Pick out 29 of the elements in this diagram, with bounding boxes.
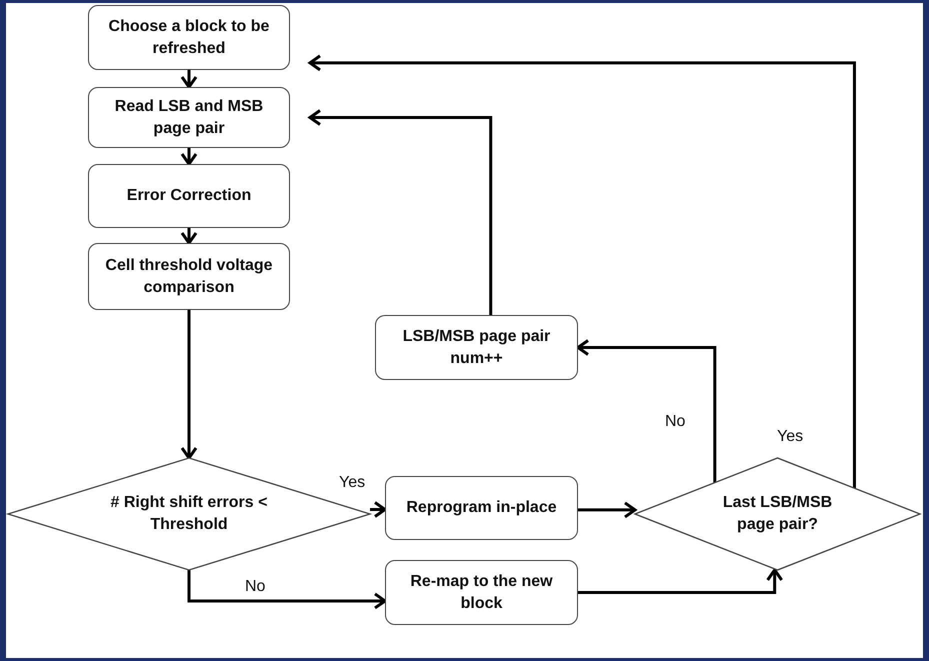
process-box [88, 164, 290, 228]
arrow [180, 310, 198, 460]
arrow [180, 228, 198, 244]
decision-diamond [8, 458, 370, 570]
process-box [88, 87, 290, 148]
arrow [578, 501, 636, 518]
process-box [88, 243, 290, 310]
node-label: Reprogram in-place [406, 498, 557, 518]
arrow [180, 148, 198, 166]
arrow [578, 568, 784, 594]
node-label: Choose a block to be refreshed [108, 16, 270, 58]
process-box [385, 560, 578, 625]
node-label: # Right shift errors < Threshold [110, 493, 268, 535]
node-label: Error Correction [126, 186, 252, 206]
node-label: Re-map to the new block [409, 572, 554, 614]
arrow [308, 54, 856, 490]
node-label: Last LSB/MSB page pair? [722, 493, 834, 535]
node-label: LSB/MSB page pair num++ [402, 326, 552, 368]
process-box [375, 315, 578, 380]
arrow [180, 70, 198, 88]
process-box [385, 476, 578, 540]
arrow [370, 501, 386, 518]
node-label: Read LSB and MSB page pair [114, 96, 264, 138]
decision-diamond [635, 458, 920, 570]
node-label: Cell threshold voltage comparison [104, 256, 274, 298]
arrow [188, 570, 386, 610]
arrow [576, 339, 716, 483]
arrow [308, 109, 492, 315]
process-box [88, 5, 290, 70]
